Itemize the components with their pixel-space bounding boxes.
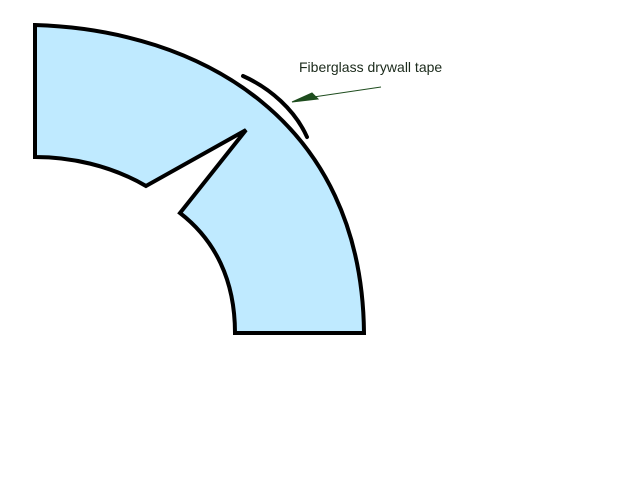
fiberglass-tape-strip: [241, 74, 309, 139]
annotation-arrowhead: [291, 92, 320, 103]
curved-drywall-panel: [33, 22, 367, 335]
tape-annotation-label: Fiberglass drywall tape: [299, 59, 442, 75]
